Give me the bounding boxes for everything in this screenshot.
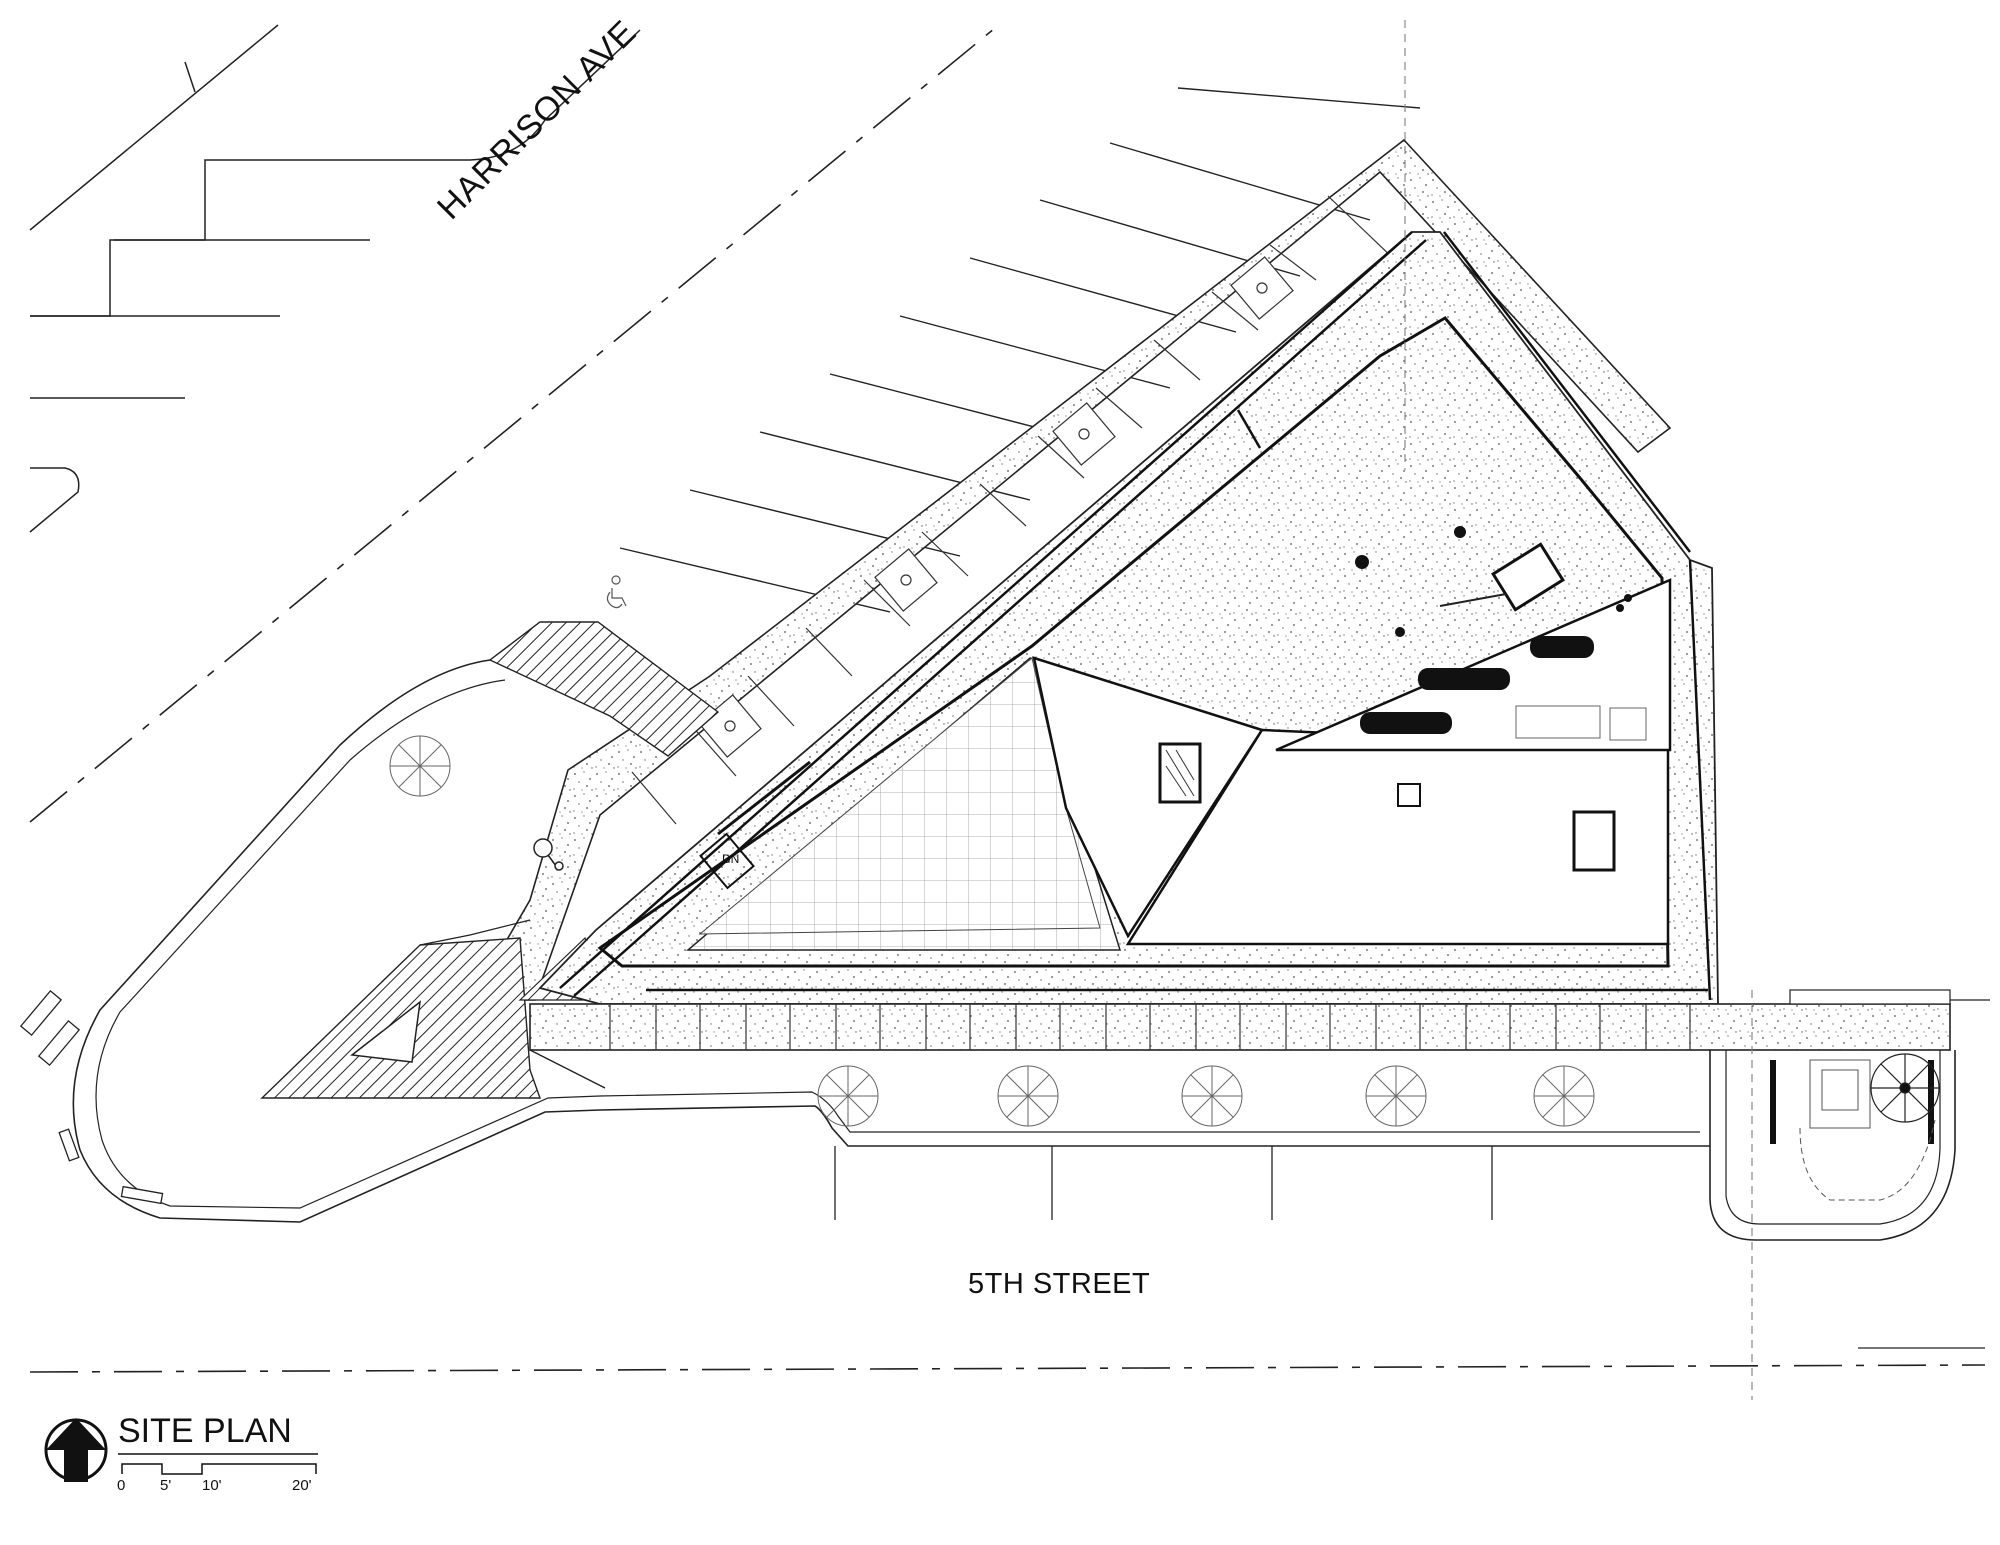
skylight-2 bbox=[1572, 810, 1616, 872]
neighbor-lot-lines bbox=[29, 24, 641, 533]
accessible-parking-icon bbox=[606, 575, 627, 609]
drawing-title: SITE PLAN bbox=[118, 1412, 292, 1450]
street-trees bbox=[817, 1065, 1595, 1127]
roof-plane-right bbox=[1275, 578, 1672, 752]
mechanical-units bbox=[1360, 636, 1594, 734]
building-edges bbox=[559, 231, 1712, 1001]
bollard-post bbox=[533, 838, 564, 871]
scale-label-20: 20' bbox=[292, 1477, 312, 1494]
curb-cuts bbox=[834, 1146, 1493, 1220]
scale-label-10: 10' bbox=[202, 1477, 222, 1494]
north-arrow-icon bbox=[44, 1418, 108, 1482]
roof-drains bbox=[1355, 526, 1632, 637]
sidewalk-5th-joints bbox=[609, 1004, 1691, 1050]
sidewalk-joints bbox=[631, 195, 1419, 825]
roof-hatch bbox=[1397, 783, 1421, 807]
kiosk bbox=[1799, 1059, 1936, 1201]
plaza-tree bbox=[389, 735, 451, 797]
fifth-centerline bbox=[29, 1364, 1986, 1373]
crosswalk-hatch bbox=[488, 621, 720, 757]
roof-plane-left bbox=[1032, 656, 1264, 939]
spiral-stair-icon bbox=[1870, 1053, 1940, 1123]
scale-bar bbox=[121, 1463, 317, 1475]
stair-down-label: DN bbox=[722, 852, 740, 866]
skylight-3 bbox=[1491, 542, 1565, 612]
scale-label-0: 0 bbox=[117, 1477, 126, 1494]
stair-dn bbox=[699, 832, 755, 890]
harrison-centerline bbox=[29, 27, 996, 823]
scale-label-5: 5' bbox=[160, 1477, 172, 1494]
corner-curb bbox=[1709, 1050, 1956, 1241]
plaza-curb bbox=[72, 659, 1710, 1223]
planter-triangle bbox=[350, 1000, 421, 1063]
curb-stubs bbox=[19, 989, 164, 1205]
street-label-5th: 5TH STREET bbox=[968, 1268, 1151, 1300]
